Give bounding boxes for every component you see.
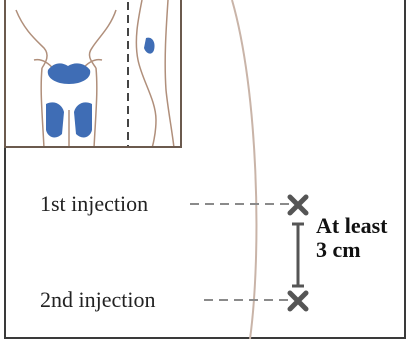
first-injection-label: 1st injection — [40, 193, 148, 215]
second-injection-label: 2nd injection — [40, 289, 155, 311]
distance-line-2: 3 cm — [316, 238, 387, 262]
distance-label: At least 3 cm — [316, 214, 387, 262]
x-mark-icon — [287, 194, 309, 216]
distance-line-1: At least — [316, 214, 387, 238]
x-mark-icon — [287, 290, 309, 312]
